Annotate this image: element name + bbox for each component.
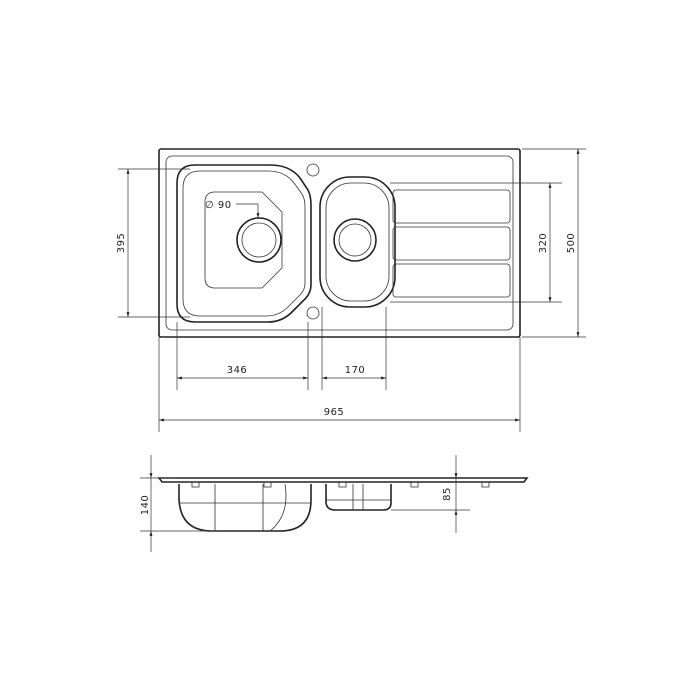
dim-label-320: 320 (538, 233, 549, 254)
large-bowl-waste-inner (241, 222, 277, 258)
dim-label-395: 395 (116, 233, 127, 254)
dim-label-500: 500 (566, 233, 577, 254)
mounting-clips (191, 481, 490, 488)
large-bowl (176, 164, 312, 323)
dim-label-170: 170 (345, 365, 366, 376)
large-bowl-waste (236, 217, 282, 263)
waste-leader-arrow (236, 203, 260, 218)
dim-label-85: 85 (442, 487, 453, 501)
waste-diameter-label: ∅ 90 (205, 200, 232, 211)
sink-outline (158, 148, 521, 338)
small-bowl (319, 176, 396, 308)
side-worktop-flange (157, 477, 529, 483)
sink-inner-rim (165, 155, 514, 331)
dim-label-965: 965 (324, 407, 345, 418)
plan-view: ∅ 90 (158, 148, 521, 338)
small-bowl-waste (333, 218, 377, 262)
dim-label-140: 140 (140, 495, 151, 516)
drainer-grooves (392, 189, 511, 298)
side-view: 140 85 (140, 455, 529, 552)
tap-hole-bottom (306, 306, 320, 320)
plan-dimensions: 395 320 500 346 170 965 (116, 148, 586, 432)
dim-label-346: 346 (227, 365, 248, 376)
large-bowl-inner (182, 170, 306, 317)
large-bowl-floor (204, 191, 283, 289)
side-large-bowl (178, 484, 312, 532)
small-bowl-inner (325, 182, 390, 302)
small-bowl-waste-inner (338, 223, 372, 257)
tap-hole-top (306, 163, 320, 177)
side-small-bowl (325, 484, 392, 511)
